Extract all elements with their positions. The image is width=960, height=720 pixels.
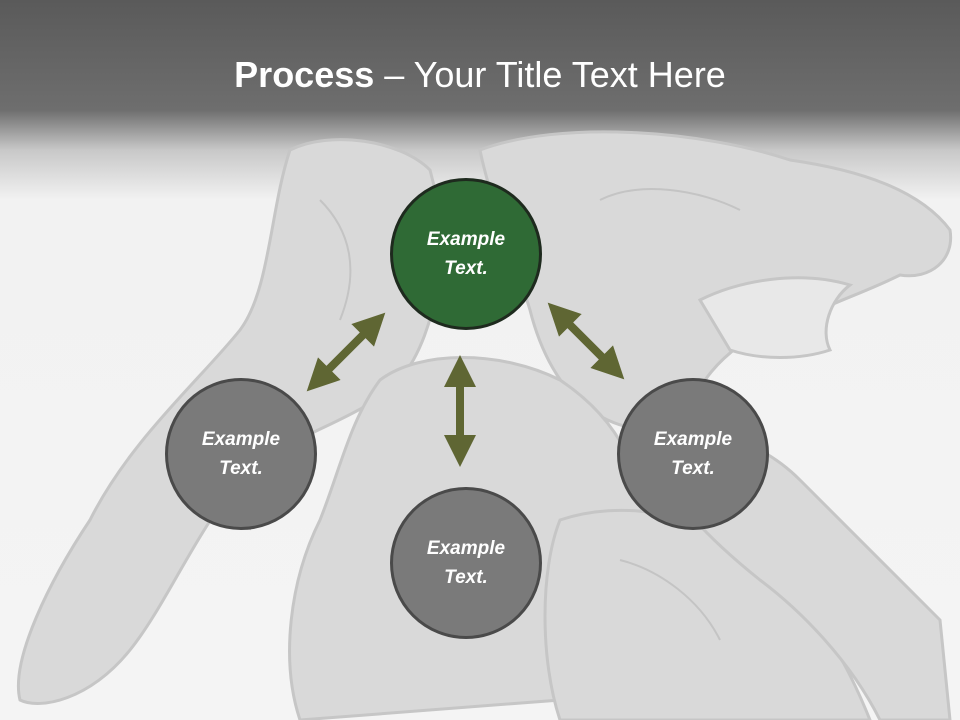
arrow-right-icon <box>547 302 625 380</box>
arrow-left-icon <box>306 312 386 392</box>
process-node-bottom[interactable]: Example Text. <box>390 487 542 639</box>
process-node-label: Example Text. <box>426 538 506 588</box>
process-node-top[interactable]: Example Text. <box>390 178 542 330</box>
process-node-label: Example Text. <box>201 429 281 479</box>
process-node-label: Example Text. <box>653 429 733 479</box>
title-bold: Process <box>234 54 375 95</box>
process-node-right[interactable]: Example Text. <box>617 378 769 530</box>
process-node-label: Example Text. <box>426 229 506 279</box>
process-node-left[interactable]: Example Text. <box>165 378 317 530</box>
title-rest: – Your Title Text Here <box>374 54 726 95</box>
page-title: Process – Your Title Text Here <box>0 52 960 98</box>
